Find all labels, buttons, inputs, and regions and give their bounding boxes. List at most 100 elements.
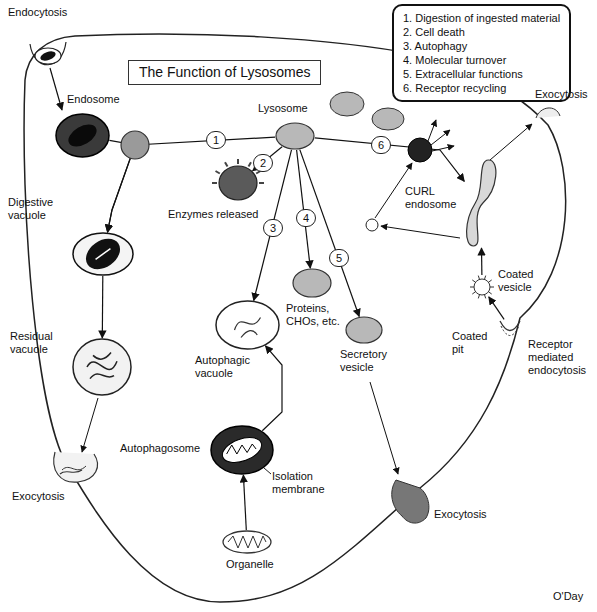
arrow-connector xyxy=(262,346,282,431)
shape-label: Digestive vacuole xyxy=(8,196,66,222)
annotation-label: O'Day xyxy=(553,590,583,603)
shape-outline xyxy=(215,300,280,350)
arrow-connector xyxy=(481,248,483,275)
arrow xyxy=(428,120,436,141)
shape-part xyxy=(249,162,252,166)
shape-part xyxy=(216,301,279,349)
shape-outline xyxy=(275,122,315,150)
shape-outline xyxy=(210,425,274,475)
shape-part xyxy=(225,162,228,166)
shape-outline xyxy=(292,268,332,298)
shape-part xyxy=(488,292,491,294)
shape-part xyxy=(501,326,519,336)
organelle-shape: Residual vacuole xyxy=(72,338,132,396)
shape-label: Organelle xyxy=(226,558,274,571)
shape-part xyxy=(80,233,126,276)
organelle-shape: Enzymes released xyxy=(218,165,258,201)
legend-box: 1. Digestion of ingested material2. Cell… xyxy=(392,4,571,102)
shape-part xyxy=(87,353,117,379)
shape-outline xyxy=(498,318,522,338)
shape-label: Residual vacuole xyxy=(10,330,65,356)
shape-part xyxy=(73,233,133,275)
callout-number: 4 xyxy=(296,209,316,227)
shape-outline xyxy=(72,338,132,396)
shape-part xyxy=(235,318,261,338)
list-item: 4. Molecular turnover xyxy=(403,53,560,67)
shape-part xyxy=(228,536,266,548)
lysosome-vesicle xyxy=(330,92,364,116)
arrow xyxy=(50,68,62,110)
shape-outline xyxy=(55,113,110,158)
callout-number: 1 xyxy=(206,131,226,149)
shape-part xyxy=(488,280,491,282)
arrow xyxy=(82,398,98,452)
ingested-particle xyxy=(39,50,57,63)
endocytosis-pit xyxy=(30,42,66,65)
shape-part xyxy=(219,433,265,468)
shape-label: CURL endosome xyxy=(405,185,459,211)
shape-label: Endosome xyxy=(67,93,120,106)
list-item: 3. Autophagy xyxy=(403,39,560,53)
organelle-shape: Proteins, CHOs, etc. xyxy=(292,268,332,298)
shape-part xyxy=(478,295,479,299)
shape-part xyxy=(223,531,271,553)
shape-part xyxy=(478,276,479,280)
lysosome-vesicle xyxy=(372,108,404,130)
organelle-shape: Digestive vacuole xyxy=(72,232,134,276)
fusing-lysosome xyxy=(121,131,149,159)
organelle-shape: Autophagic vacuole xyxy=(215,300,280,350)
shape-part xyxy=(484,276,485,280)
organelle-shape: Secretory vesicle xyxy=(345,316,383,344)
organelle-shape: Autophagosome xyxy=(210,425,274,475)
shape-outline xyxy=(222,530,272,554)
shape-outline xyxy=(345,316,383,344)
list-item: 2. Cell death xyxy=(403,25,560,39)
shape-outline xyxy=(72,232,134,276)
shape-label: Coated vesicle xyxy=(498,268,546,294)
annotation-label: Exocytosis xyxy=(434,508,487,521)
organelle-shape: Coated pit xyxy=(498,318,522,338)
shape-label: Proteins, CHOs, etc. xyxy=(286,302,342,328)
shape-part xyxy=(472,280,475,282)
shape-part xyxy=(500,321,520,331)
callout-number: 3 xyxy=(263,219,283,237)
leader-line xyxy=(264,468,271,474)
organelle-shape: Lysosome xyxy=(275,122,315,150)
shape-part xyxy=(211,426,273,474)
shape-part xyxy=(65,120,101,151)
shape-label: Secretory vesicle xyxy=(340,348,396,374)
arrow-connector xyxy=(243,475,246,530)
organelle-shape: Organelle xyxy=(222,530,272,554)
shape-part xyxy=(219,166,257,200)
callout-number: 5 xyxy=(329,249,349,267)
shape-outline xyxy=(470,275,494,299)
shape-part xyxy=(215,171,219,174)
shape-part xyxy=(490,287,494,288)
exocytosis-cloud xyxy=(392,480,429,523)
shape-part xyxy=(212,182,217,184)
exocytosis-squiggle xyxy=(62,466,86,470)
exocytosis-blob xyxy=(54,452,98,482)
annotation-label: Exocytosis xyxy=(12,490,65,503)
shape-part xyxy=(474,279,490,295)
title-box: The Function of Lysosomes xyxy=(128,60,321,85)
annotation-label: Endocytosis xyxy=(8,6,67,19)
arrow-connector xyxy=(254,150,292,301)
shape-part xyxy=(227,444,256,454)
shape-part xyxy=(472,292,475,294)
arrow-connector xyxy=(489,297,504,319)
organelle-shape: Coated vesicle xyxy=(470,275,494,299)
small-vesicle xyxy=(366,219,378,231)
shape-label: Lysosome xyxy=(258,102,308,115)
shape-label: Autophagic vacuole xyxy=(195,354,257,380)
annotation-label: Receptor mediated endocytosis xyxy=(528,338,594,378)
shape-part xyxy=(293,269,331,297)
arrow xyxy=(381,226,460,238)
annotation-label: Exocytosis xyxy=(535,88,588,101)
shape-part xyxy=(346,317,382,343)
callout-number: 6 xyxy=(371,136,391,154)
shape-part xyxy=(56,114,109,157)
shape-part xyxy=(470,287,474,288)
shape-label: Enzymes released xyxy=(168,208,259,221)
